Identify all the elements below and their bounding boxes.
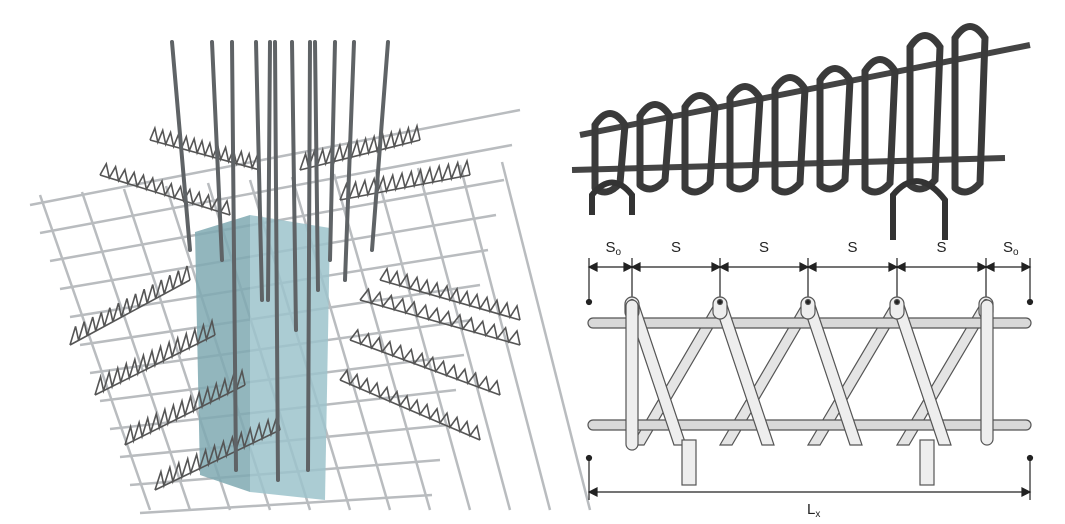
- coil-loop: [726, 83, 764, 193]
- column-rebar-scene: [29, 40, 592, 515]
- spacing-label: S: [848, 239, 858, 256]
- coil-loop: [816, 65, 854, 193]
- vertical-rebar: [266, 40, 272, 302]
- dimension-arrow: [630, 262, 722, 272]
- ladder-bar: [349, 328, 501, 396]
- mesh-bar: [500, 161, 592, 511]
- hook-right: [890, 178, 948, 240]
- coil-loop: [591, 110, 629, 196]
- dimension-dot: [585, 454, 593, 462]
- hook-leg-left: [681, 439, 697, 486]
- mesh-bar: [38, 194, 152, 511]
- mesh-bar: [139, 493, 433, 515]
- ladder-reinforcement: [69, 123, 521, 491]
- vertical-rebar: [170, 40, 192, 252]
- spiral-bend: [800, 296, 816, 320]
- dimension-arrow: [587, 487, 1032, 497]
- ladder-rail: [149, 139, 261, 171]
- spacing-label: S: [759, 239, 769, 256]
- coil-loop: [771, 74, 809, 196]
- center-dot: [804, 298, 812, 306]
- ladder-rail: [339, 174, 471, 201]
- mesh-bar: [374, 170, 472, 511]
- vertical-rebar: [230, 40, 238, 472]
- ladder-rail: [299, 139, 421, 171]
- spiral-bend: [712, 296, 728, 320]
- center-dot: [893, 298, 901, 306]
- coil-loop: [906, 32, 944, 193]
- coil-loop: [861, 56, 899, 196]
- ladder-rail: [379, 279, 521, 321]
- spacing-label: So: [1003, 239, 1019, 258]
- dimension-arrow: [806, 262, 899, 272]
- ladder-rail: [349, 339, 501, 396]
- dimension-dot: [1026, 298, 1034, 306]
- vertical-rebar: [370, 40, 390, 252]
- mesh-bar: [416, 167, 512, 511]
- spiral-rebar-elevation: So S S S S So Lx: [585, 239, 1034, 520]
- ladder-bar: [339, 158, 471, 201]
- spacing-label: So: [606, 239, 622, 258]
- vertical-rebar: [306, 40, 312, 472]
- longitudinal-bar-bottom-2d: [587, 419, 1032, 431]
- spiral-rebar-3d: [571, 23, 1031, 240]
- dimension-arrow: [984, 262, 1032, 272]
- hook-left: [589, 179, 635, 215]
- vertical-rebar: [290, 40, 298, 332]
- vertical-rebars: [170, 40, 390, 482]
- vertical-rebar: [328, 40, 337, 262]
- coil-loop: [681, 92, 719, 196]
- vertical-rebar: [210, 40, 224, 262]
- vertical-rebar: [343, 40, 356, 282]
- spacing-label: S: [937, 239, 947, 256]
- vertical-rebar: [254, 40, 264, 302]
- dimension-arrow: [895, 262, 988, 272]
- ladder-rail: [69, 279, 191, 346]
- ladder-rail: [359, 299, 521, 346]
- coil-loop: [951, 23, 989, 196]
- mesh-bar: [80, 191, 192, 511]
- mesh-bar: [332, 173, 432, 511]
- center-dot: [716, 298, 724, 306]
- dimension-arrow: [718, 262, 810, 272]
- vertical-rebar: [273, 40, 280, 482]
- vertical-rebar: [313, 40, 320, 292]
- spiral-end-leg-right: [980, 299, 994, 446]
- ladder-rail: [339, 379, 481, 441]
- hook-leg-right: [919, 439, 935, 486]
- dimension-dot: [585, 298, 593, 306]
- ladder-rail: [94, 334, 216, 396]
- spiral-end-leg-left: [625, 299, 639, 451]
- ladder-rail: [124, 384, 246, 446]
- spiral-bend: [889, 296, 905, 320]
- mesh-bar: [458, 164, 552, 511]
- spiral-coils: [591, 23, 989, 196]
- dimension-dot: [1026, 454, 1034, 462]
- ladder-bar: [149, 125, 261, 171]
- spacing-label: S: [671, 239, 681, 256]
- dimension-arrow: [587, 262, 634, 272]
- ladder-rail: [154, 429, 281, 491]
- coil-loop: [636, 101, 674, 193]
- ladder-rail: [99, 174, 231, 216]
- total-length-label: Lx: [807, 501, 820, 520]
